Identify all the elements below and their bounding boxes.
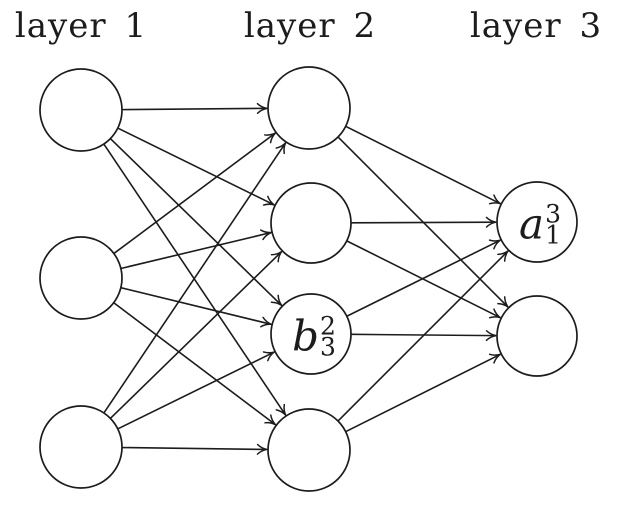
math-base: b [292, 311, 319, 360]
neuron-node-l2n2 [270, 182, 352, 264]
math-subscript: 3 [319, 332, 336, 361]
connection-arrow-l1n3-l2n2 [110, 250, 283, 419]
connection-arrow-l1n1-l2n4 [103, 144, 287, 416]
connection-arrow-l1n1-l2n3 [110, 138, 283, 307]
layer-3-label: layer 3 [469, 6, 603, 46]
nodes-group [39, 66, 578, 492]
math-superscript: 2 [319, 311, 336, 341]
connection-arrow-l2n4-l3n2 [345, 353, 502, 433]
neuron-node-l3n1 [496, 181, 578, 263]
neuron-node-l1n1 [39, 68, 123, 152]
connection-arrow-l1n2-l2n3 [121, 287, 272, 328]
connection-arrow-l1n3-l2n4 [122, 443, 268, 455]
connection-arrow-l2n4-l3n1 [337, 250, 509, 422]
connection-arrow-l1n2-l2n1 [113, 132, 277, 254]
connection-arrow-l1n1-l2n2 [117, 127, 275, 206]
math-base: a [519, 199, 545, 248]
neuron-node-l3n2 [496, 295, 578, 377]
neuron-node-l2n3 [270, 293, 352, 375]
math-superscript: 3 [545, 199, 561, 229]
connection-arrow-l1n2-l2n2 [121, 229, 272, 270]
connection-arrow-l2n2-l3n2 [346, 240, 502, 319]
neuron-node-l2n1 [267, 66, 351, 150]
math-subscript: 1 [545, 220, 561, 249]
connection-arrow-l2n3-l3n1 [346, 239, 502, 317]
connection-arrow-l2n2-l3n1 [351, 216, 497, 228]
connection-arrow-l1n3-l2n3 [117, 351, 275, 430]
layer-2-label: layer 2 [243, 6, 377, 46]
connection-arrow-l1n2-l2n4 [113, 302, 277, 426]
neuron-node-l1n3 [39, 405, 123, 489]
connection-arrow-l1n3-l2n1 [103, 142, 287, 414]
neuron-node-l1n2 [39, 236, 123, 320]
edges-group [103, 102, 509, 455]
connection-arrow-l1n1-l2n1 [122, 102, 268, 115]
connection-arrow-l2n1-l3n1 [345, 125, 502, 205]
layer-1-label: layer 1 [14, 6, 148, 46]
neuron-node-l2n4 [267, 408, 351, 492]
